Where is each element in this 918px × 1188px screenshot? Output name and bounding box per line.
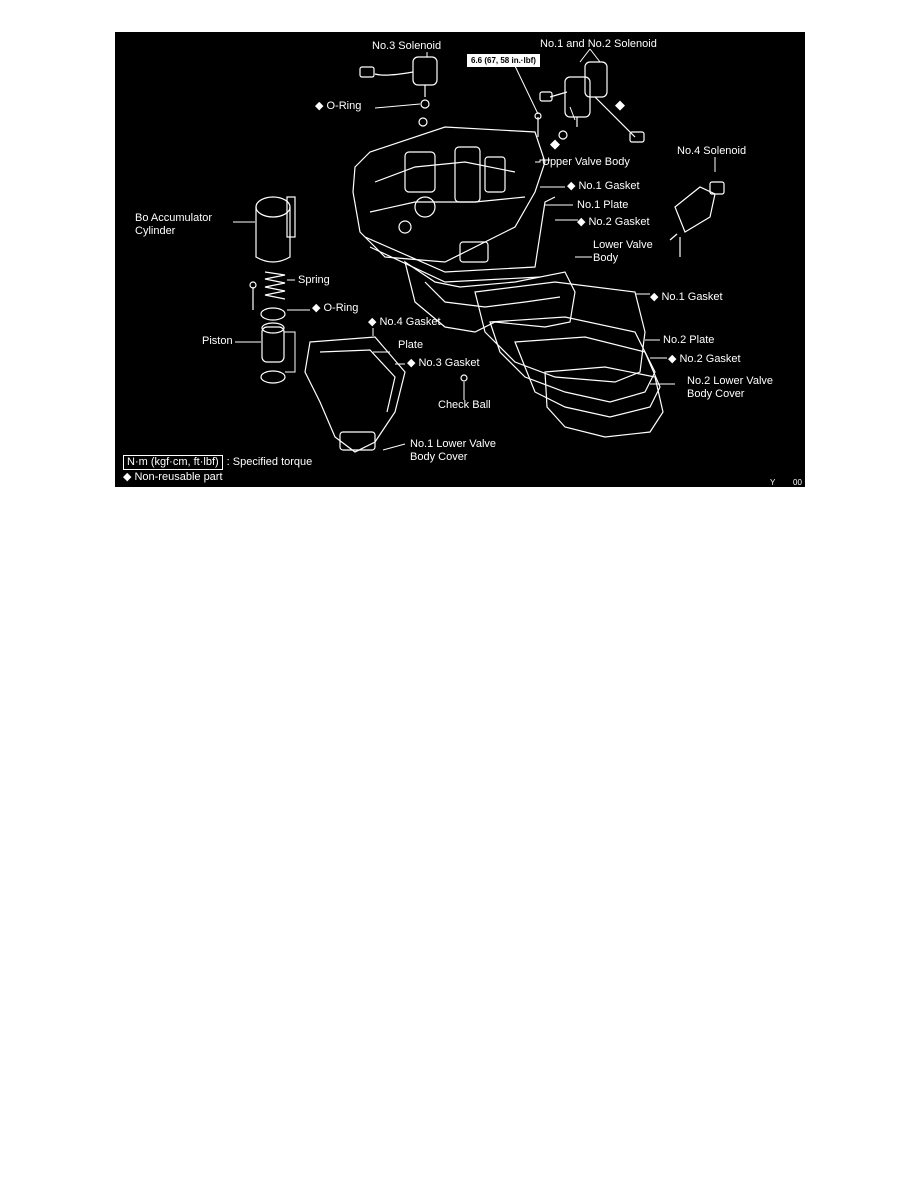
no1-no2-solenoid-shape (564, 76, 591, 118)
label-no1-gasket-lower-text: No.1 Gasket (661, 291, 723, 303)
label-no2-gasket-upper: ◆No.2 Gasket (577, 216, 650, 229)
no1-gasket-lower-shape (474, 281, 646, 383)
lower-valve-body-shape (404, 260, 576, 333)
label-no3-gasket: ◆No.3 Gasket (407, 357, 480, 370)
legend-torque: N·m (kgf·cm, ft·lbf): Specified torque (123, 455, 312, 470)
label-bo-accumulator: Bo Accumulator Cylinder (135, 212, 213, 237)
diamond-icon: ◆ (315, 100, 324, 112)
label-piston: Piston (202, 335, 233, 347)
label-no2-plate: No.2 Plate (663, 334, 715, 346)
bo-accumulator-shape (255, 196, 291, 218)
legend-torque-unit: N·m (kgf·cm, ft·lbf) (123, 455, 223, 470)
no2-lower-cover-shape (544, 366, 664, 438)
legend-torque-desc: : Specified torque (226, 456, 313, 468)
upper-valve-body-shape (352, 126, 546, 263)
diamond-icon: ◆ (368, 316, 377, 328)
label-no2-gasket-lower: ◆No.2 Gasket (668, 353, 741, 366)
label-no1-gasket-lower: ◆No.1 Gasket (650, 291, 723, 304)
diamond-icon: ◆ (650, 291, 659, 303)
label-no2-gasket-upper-text: No.2 Gasket (588, 216, 650, 228)
diamond-icon: ◆ (123, 471, 132, 483)
label-o-ring-top: ◆O-Ring (315, 100, 361, 113)
label-no1-gasket-upper-text: No.1 Gasket (578, 180, 640, 192)
no2-gasket-lower-shape (514, 336, 661, 418)
label-lower-valve-body: Lower Valve Body (593, 239, 653, 264)
label-no4-solenoid: No.4 Solenoid (677, 145, 747, 157)
label-o-ring-lower-text: O-Ring (323, 302, 359, 314)
exploded-diagram: No.3 Solenoid ◆O-Ring No.1 and No.2 Sole… (115, 32, 805, 487)
diamond-icon: ◆ (407, 357, 416, 369)
label-no3-gasket-text: No.3 Gasket (418, 357, 480, 369)
no1-plate-shape (364, 196, 556, 273)
spring-shape (264, 271, 286, 300)
label-upper-valve-body: Upper Valve Body (542, 156, 630, 168)
label-no4-gasket-text: No.4 Gasket (379, 316, 441, 328)
diamond-icon: ◆ (668, 353, 677, 365)
corner-code-2: 00 (793, 478, 802, 487)
label-no1-plate: No.1 Plate (577, 199, 629, 211)
label-no1-lower-cover: No.1 Lower Valve Body Cover (410, 438, 497, 463)
torque-value-box: 6.6 (67, 58 in.·lbf) (467, 54, 540, 67)
legend-nonreusable: ◆Non-reusable part (123, 471, 223, 484)
no2-plate-shape (489, 316, 656, 403)
label-no2-lower-cover: No.2 Lower Valve Body Cover (687, 375, 774, 400)
plate-stack-shape (304, 336, 406, 453)
piston-shape (261, 326, 285, 363)
label-o-ring-lower: ◆O-Ring (312, 302, 358, 315)
diamond-icon: ◆ (615, 97, 625, 112)
diamond-icon: ◆ (312, 302, 321, 314)
label-no4-gasket: ◆No.4 Gasket (368, 316, 441, 329)
label-no3-solenoid: No.3 Solenoid (372, 40, 442, 52)
label-no1-gasket-upper: ◆No.1 Gasket (567, 180, 640, 193)
diamond-icon: ◆ (550, 136, 560, 151)
corner-code: Y (770, 478, 776, 487)
diamond-icon: ◆ (567, 180, 576, 192)
label-spring: Spring (298, 274, 330, 286)
label-no1-no2-solenoid: No.1 and No.2 Solenoid (540, 38, 657, 50)
diagram-artwork (233, 48, 725, 453)
no4-solenoid-shape (674, 186, 716, 233)
legend-nonreusable-text: Non-reusable part (134, 471, 223, 483)
label-check-ball: Check Ball (438, 399, 491, 411)
label-plate: Plate (398, 339, 424, 351)
diamond-icon: ◆ (577, 216, 586, 228)
torque-value-text: 6.6 (67, 58 in.·lbf) (471, 56, 536, 65)
label-o-ring-top-text: O-Ring (326, 100, 362, 112)
no3-solenoid-shape (412, 56, 438, 86)
label-no2-gasket-lower-text: No.2 Gasket (679, 353, 741, 365)
